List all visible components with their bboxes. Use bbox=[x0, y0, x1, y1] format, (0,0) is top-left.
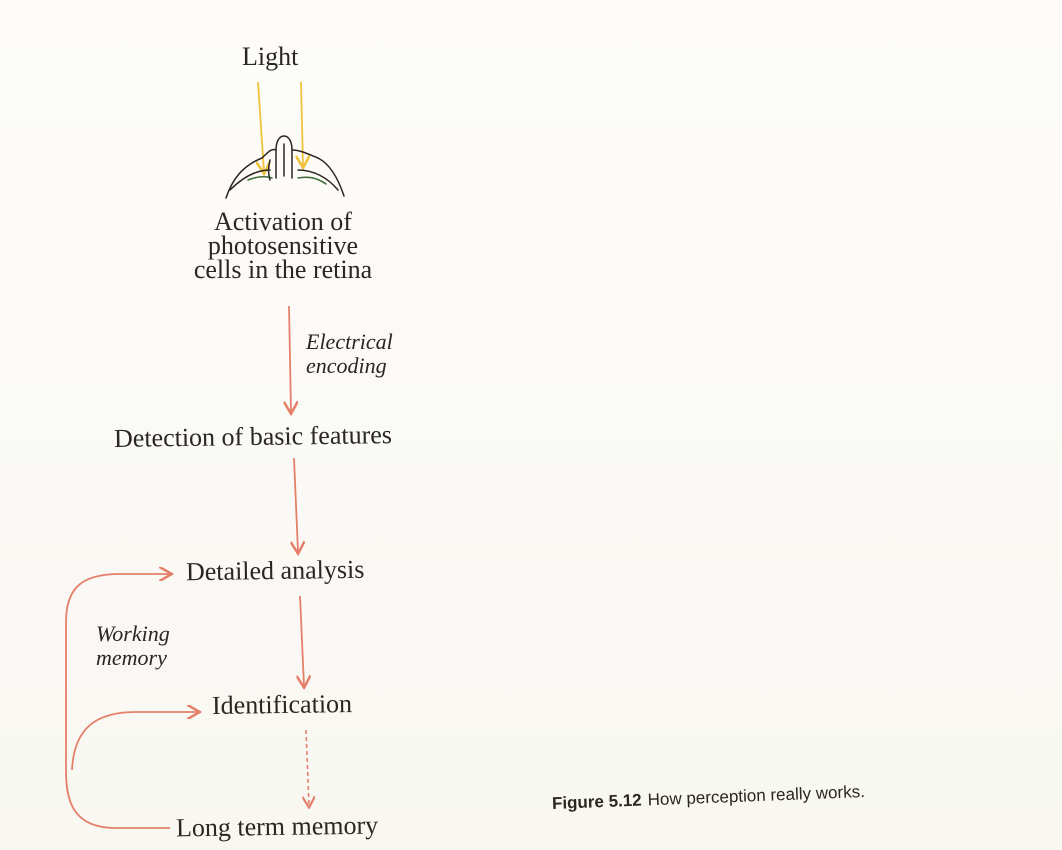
detection-label: Detection of basic features bbox=[113, 420, 393, 453]
light-label: Light bbox=[242, 42, 299, 71]
eye-cross-section-icon bbox=[225, 135, 345, 199]
long-term-memory-label: Long term memory bbox=[175, 810, 379, 843]
arrow-identification-to-ltm-dashed bbox=[306, 729, 309, 806]
arrow-analysis-to-identification bbox=[300, 595, 304, 686]
electrical-encoding-line-2: encoding bbox=[306, 353, 387, 378]
working-memory-loop-inner bbox=[71, 712, 198, 771]
light-ray-right bbox=[301, 81, 303, 166]
detailed-analysis-label: Detailed analysis bbox=[185, 554, 365, 587]
retina-line-2: photosensitive bbox=[207, 231, 359, 260]
retina-activation-label: Activation of photosensitive cells in th… bbox=[158, 208, 408, 284]
arrow-retina-to-detection bbox=[289, 305, 291, 412]
working-memory-line-2: memory bbox=[96, 645, 167, 670]
electrical-encoding-line-1: Electrical bbox=[306, 329, 393, 354]
retina-line-1: Activation of bbox=[214, 207, 352, 236]
arrow-detection-to-analysis bbox=[294, 457, 298, 552]
identification-label: Identification bbox=[211, 689, 353, 720]
working-memory-loop-outer bbox=[65, 574, 170, 829]
working-memory-line-1: Working bbox=[96, 621, 170, 646]
working-memory-label: Working memory bbox=[96, 622, 170, 670]
electrical-encoding-label: Electrical encoding bbox=[306, 330, 393, 378]
figure-number: Figure 5.12 bbox=[551, 790, 643, 813]
retina-line-3: cells in the retina bbox=[193, 255, 373, 284]
